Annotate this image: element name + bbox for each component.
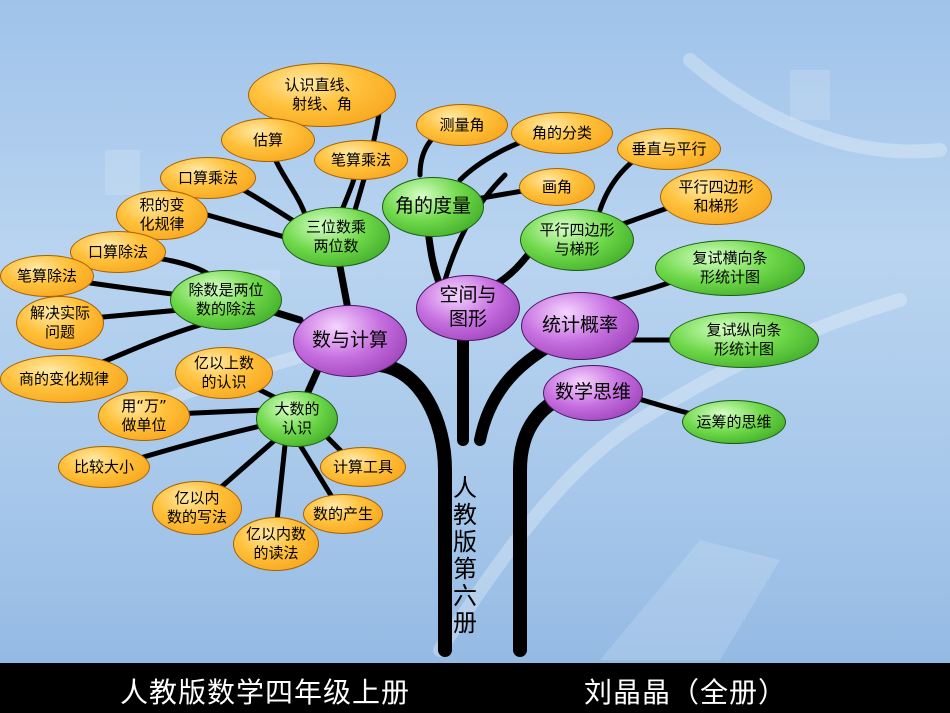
node-label: 笔算乘法: [330, 150, 391, 169]
node-renshi-zhixian: 认识直线、 射线、角: [248, 63, 396, 127]
node-kousuan-chengfa: 口算乘法: [160, 157, 256, 199]
node-label: 解决实际 问题: [29, 304, 90, 341]
node-label: 平行四边形 和梯形: [678, 178, 754, 215]
trunk-line: [373, 358, 452, 657]
node-yunchou: 运筹的思维: [682, 400, 786, 444]
node-jisuan-gongju: 计算工具: [320, 447, 406, 487]
node-label: 空间与 图形: [439, 284, 497, 330]
node-label: 大数的 认识: [274, 400, 320, 437]
node-label: 商的变化规律: [18, 369, 109, 388]
node-label: 积的变 化规律: [139, 196, 185, 233]
node-jiao-fenlei: 角的分类: [511, 112, 613, 154]
node-label: 亿以内 数的写法: [166, 489, 227, 526]
node-label: 数学思维: [554, 381, 631, 404]
trunk-line: [513, 385, 587, 657]
node-yi-xiefa: 亿以内 数的写法: [152, 481, 242, 535]
node-label: 亿以上数 的认识: [193, 354, 254, 391]
node-label: 口算除法: [87, 242, 148, 261]
node-label: 认识直线、 射线、角: [284, 76, 360, 113]
node-label: 复试横向条 形统计图: [692, 249, 768, 286]
node-shang-bianhua: 商的变化规律: [0, 355, 128, 403]
node-label: 口算乘法: [177, 168, 238, 187]
node-hua-jiao: 画角: [519, 168, 595, 206]
node-label: 数与计算: [311, 329, 388, 352]
node-label: 复试纵向条 形统计图: [706, 321, 782, 358]
node-bijiao-daxiao: 比较大小: [58, 446, 150, 488]
trunk-label: 人教版第六册: [453, 474, 477, 637]
node-label: 垂直与平行: [631, 139, 707, 158]
node-shuxue-siwei: 数学思维: [543, 365, 643, 421]
footer-title: 人教版数学四年级上册: [120, 676, 411, 709]
node-label: 统计概率: [541, 314, 618, 337]
node-label: 除数是两位 数的除法: [188, 281, 264, 318]
node-label: 画角: [541, 177, 572, 196]
node-label: 运筹的思维: [696, 412, 772, 431]
node-label: 角的分类: [531, 123, 592, 142]
node-celiang-jiao: 测量角: [416, 104, 508, 146]
node-label: 平行四边形 与梯形: [539, 221, 615, 258]
node-gusuan: 估算: [221, 118, 315, 162]
node-bisuan-chufa: 笔算除法: [0, 255, 94, 297]
node-sanwei-liangwei: 三位数乘 两位数: [282, 207, 390, 267]
node-fushi-zong: 复试纵向条 形统计图: [669, 312, 819, 368]
footer-author: 刘晶晶（全册）: [584, 676, 788, 709]
node-label: 数的产生: [312, 504, 373, 523]
node-tongji-gailv: 统计概率: [521, 292, 639, 360]
node-jiejue-shiji: 解决实际 问题: [16, 296, 104, 350]
node-label: 角的度量: [394, 195, 471, 218]
node-kongjian-tuxing: 空间与 图形: [416, 275, 520, 341]
node-shu-chansheng: 数的产生: [303, 494, 383, 534]
node-bisuan-chengfa: 笔算乘法: [314, 140, 408, 180]
node-pingxing-tixing-main: 平行四边形 与梯形: [520, 209, 634, 271]
node-label: 笔算除法: [16, 266, 77, 285]
node-label: 亿以内数 的读法: [245, 525, 306, 562]
node-yi-yishang: 亿以上数 的认识: [175, 347, 273, 399]
node-label: 估算: [252, 130, 283, 149]
node-yi-dufa: 亿以内数 的读法: [233, 517, 319, 571]
node-label: 用“万” 做单位: [121, 397, 167, 434]
node-pingxing-tixing-leaf: 平行四边形 和梯形: [660, 169, 772, 225]
footer-bar: 人教版数学四年级上册 刘晶晶（全册）: [0, 663, 950, 713]
node-yong-wan: 用“万” 做单位: [98, 391, 190, 441]
node-jiao-dulian: 角的度量: [382, 177, 484, 237]
node-label: 计算工具: [332, 457, 393, 476]
node-shu-yu-jisuan: 数与计算: [293, 305, 407, 377]
node-label: 测量角: [439, 115, 485, 134]
node-chushu-liangwei: 除数是两位 数的除法: [170, 270, 282, 330]
node-chuizhi-pingxing: 垂直与平行: [617, 128, 721, 170]
node-kousuan-chufa: 口算除法: [70, 231, 166, 273]
node-label: 三位数乘 两位数: [305, 218, 366, 255]
node-fushi-heng: 复试横向条 形统计图: [655, 240, 805, 296]
node-dashu-renshi: 大数的 认识: [256, 391, 338, 447]
node-label: 比较大小: [73, 457, 134, 476]
